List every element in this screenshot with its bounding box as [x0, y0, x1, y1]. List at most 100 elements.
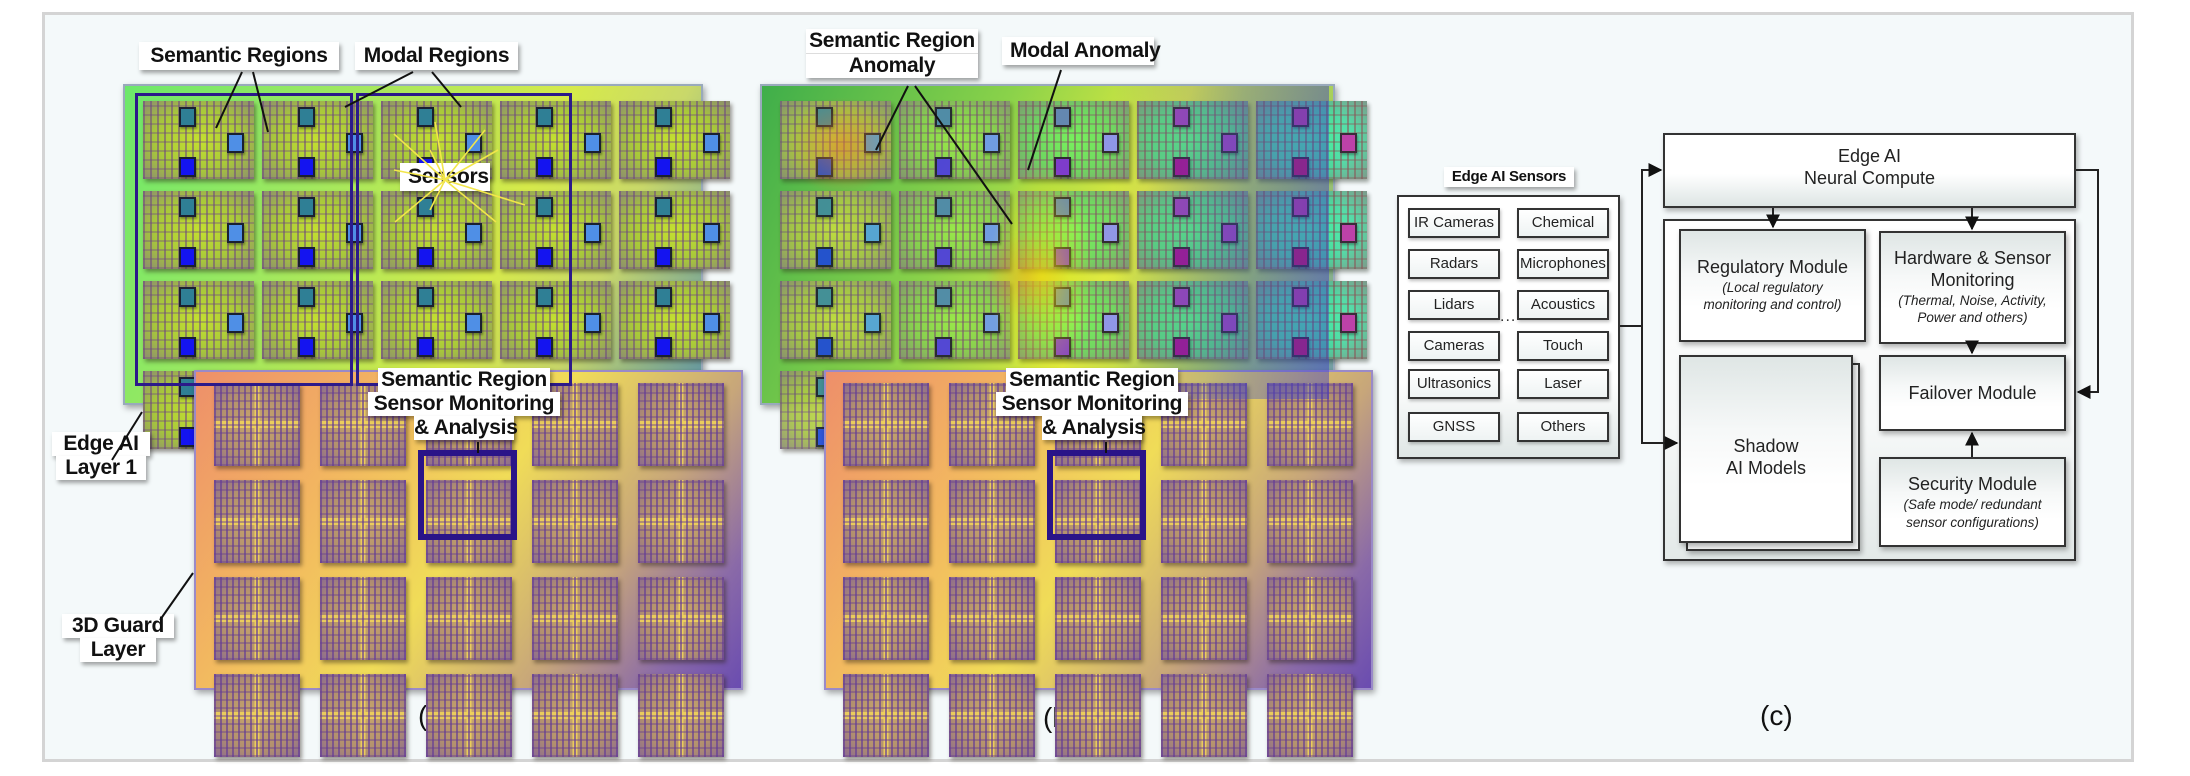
sensor-icon: [1340, 223, 1357, 243]
sensor-icon: [227, 313, 244, 333]
guard-region-tile: [638, 577, 724, 660]
semantic-region-tile: [500, 281, 611, 359]
guard-region-tile: [843, 480, 929, 563]
neural-compute-line2: Neural Compute: [1803, 168, 1936, 188]
guard-region-tile: [214, 674, 300, 757]
guard-region-tile: [214, 383, 300, 466]
sensor-icon: [465, 313, 482, 333]
monitoring-label-b-line1: Semantic Region: [1006, 368, 1178, 392]
sensor-icon: [417, 247, 434, 267]
guard-layer-label: 3D Guard Layer: [62, 614, 174, 662]
guard-region-tile: [532, 577, 618, 660]
sensor-icon: [179, 197, 196, 217]
neural-compute-line1: Edge AI: [1837, 146, 1902, 166]
neural-compute-box: Edge AI Neural Compute: [1663, 133, 2076, 208]
semantic-region-tile: [619, 101, 730, 179]
security-module-box: Security Module (Safe mode/ redundant se…: [1879, 457, 2066, 547]
guard-region-tile: [638, 674, 724, 757]
selected-semantic-region-b: [1047, 450, 1146, 540]
sensor-item-microphones: Microphones: [1517, 249, 1609, 279]
sensor-icon: [179, 107, 196, 127]
sensor-icon: [655, 157, 672, 177]
monitoring-label-a-line2: Sensor Monitoring: [368, 392, 560, 416]
guard-region-tile: [214, 577, 300, 660]
edge-ai-layer-label: Edge AI Layer 1: [52, 432, 150, 480]
regulatory-title: Regulatory Module: [1696, 257, 1849, 277]
modal-region-border-left: [135, 93, 353, 386]
sensor-icon: [536, 107, 553, 127]
hardware-title1: Hardware & Sensor: [1893, 248, 2052, 268]
sensor-icon: [655, 107, 672, 127]
modal-regions-label: Modal Regions: [355, 42, 518, 70]
sensor-icon: [703, 313, 720, 333]
semantic-region-tile: [619, 191, 730, 269]
edge-ai-label-line2: Layer 1: [56, 456, 146, 480]
sensor-icon: [179, 287, 196, 307]
security-sub1: (Safe mode/ redundant: [1903, 497, 2042, 512]
guard-region-tile: [320, 480, 406, 563]
failover-module-box: Failover Module: [1879, 355, 2066, 431]
sensor-item-gnss: GNSS: [1408, 412, 1500, 442]
guard-region-tile: [843, 577, 929, 660]
guard-region-tile: [1161, 674, 1247, 757]
sensor-icon: [536, 287, 553, 307]
regulatory-module-box: Regulatory Module (Local regulatory moni…: [1679, 229, 1866, 342]
guard-region-tile: [843, 674, 929, 757]
shadow-line1: Shadow: [1733, 436, 1799, 456]
guard-region-tile: [949, 674, 1035, 757]
sensor-icon: [536, 337, 553, 357]
sensor-icon: [465, 223, 482, 243]
regulatory-sub2: monitoring and control): [1703, 297, 1842, 312]
guard-region-tile: [638, 383, 724, 466]
guard-region-tile: [320, 577, 406, 660]
sensor-item-cameras: Cameras: [1408, 331, 1500, 361]
sensors-label: Sensors: [400, 163, 490, 191]
semantic-region-tile: [619, 281, 730, 359]
guard-label-line2: Layer: [80, 638, 156, 662]
sensor-icon: [655, 337, 672, 357]
semantic-anomaly-label: Semantic Region Anomaly: [806, 29, 978, 78]
guard-region-tile: [214, 480, 300, 563]
anomaly-heat-overlay: [762, 86, 1329, 399]
guard-region-tile: [1161, 480, 1247, 563]
guard-region-tile: [1267, 674, 1353, 757]
sensor-item-ir-cameras: IR Cameras: [1408, 208, 1500, 238]
guard-label-line1: 3D Guard: [62, 614, 174, 638]
monitoring-label-a-line3: & Analysis: [414, 416, 518, 440]
semantic-region-tile: [262, 281, 373, 359]
sensor-icon: [417, 107, 434, 127]
guard-region-tile: [426, 577, 512, 660]
sensor-icon: [298, 107, 315, 127]
sensor-item-lidars: Lidars: [1408, 290, 1500, 320]
sensor-icon: [179, 247, 196, 267]
semantic-region-tile: [500, 101, 611, 179]
sensor-icon: [584, 133, 601, 153]
security-sub2: sensor configurations): [1906, 515, 2039, 530]
sensor-icon: [655, 197, 672, 217]
modal-region-border-right: [356, 93, 572, 386]
sensor-icon: [536, 247, 553, 267]
sensor-icon: [655, 287, 672, 307]
guard-region-tile: [426, 480, 512, 563]
monitoring-label-a: Semantic Region Sensor Monitoring & Anal…: [368, 368, 560, 440]
guard-region-tile: [1161, 577, 1247, 660]
sensor-icon: [417, 337, 434, 357]
hardware-title2: Monitoring: [1930, 270, 2015, 290]
guard-region-tile: [1055, 577, 1141, 660]
selected-semantic-region: [418, 450, 517, 540]
sensor-icon: [703, 133, 720, 153]
sensor-icon: [227, 223, 244, 243]
monitoring-label-b-line3: & Analysis: [1042, 416, 1146, 440]
sensor-icon: [655, 247, 672, 267]
shadow-line2: AI Models: [1725, 458, 1807, 478]
guard-region-tile: [532, 674, 618, 757]
caption-c: (c): [1760, 700, 1793, 731]
guard-region-tile: [949, 480, 1035, 563]
sensor-icon: [298, 287, 315, 307]
sensor-item-acoustics: Acoustics: [1517, 290, 1609, 320]
semantic-anomaly-line1: Semantic Region: [806, 29, 978, 54]
guard-region-tile: [426, 674, 512, 757]
sensor-item-ultrasonics: Ultrasonics: [1408, 369, 1500, 399]
guard-region-tile: [1267, 577, 1353, 660]
hardware-monitoring-box: Hardware & Sensor Monitoring (Thermal, N…: [1879, 231, 2066, 344]
